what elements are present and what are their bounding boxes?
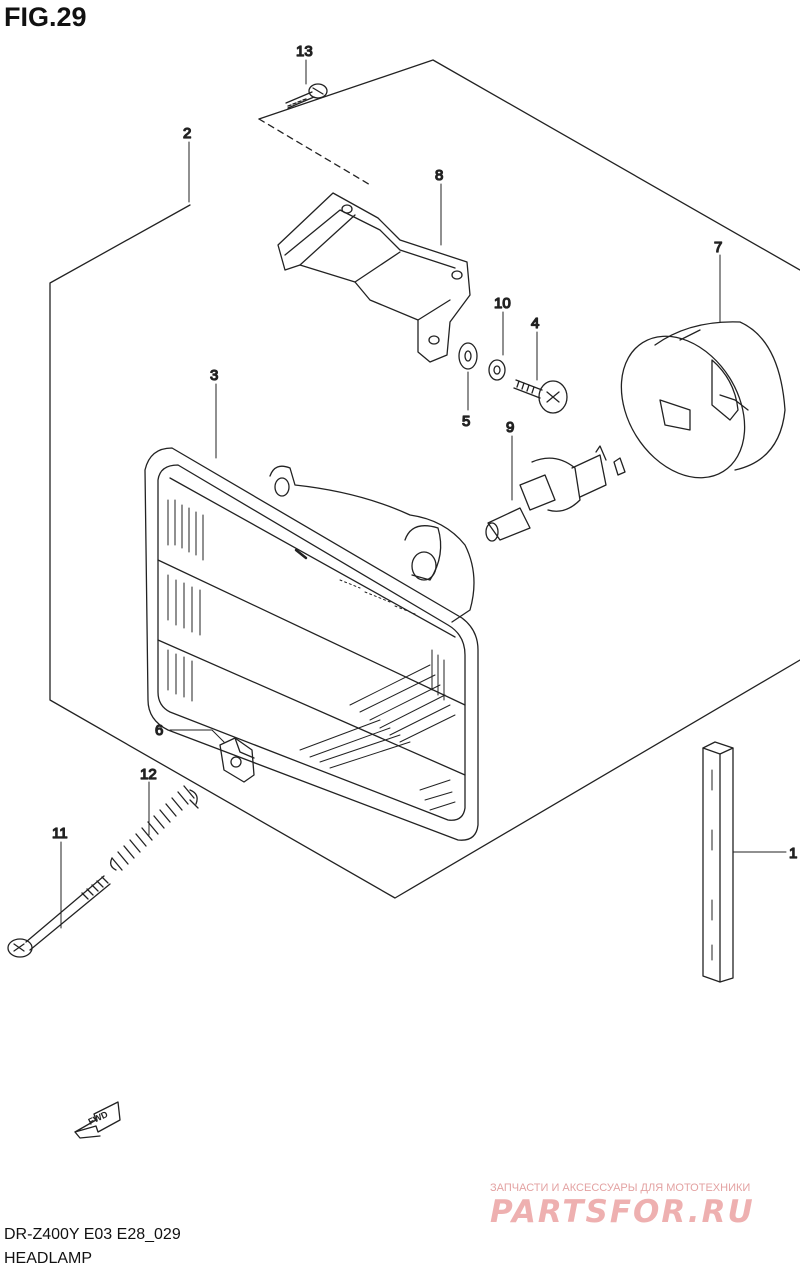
mounting-screw-part [285, 83, 328, 109]
watermark-tagline: ЗАПЧАСТИ И АКСЕССУАРЫ ДЛЯ МОТОТЕХНИКИ [490, 1182, 751, 1194]
spring-part [110, 785, 199, 871]
callout-7: 7 [714, 239, 722, 256]
lock-washer-part [488, 359, 506, 381]
callout-9: 9 [506, 419, 514, 436]
callout-6: 6 [155, 722, 163, 739]
callout-3: 3 [210, 367, 218, 384]
callout-5: 5 [462, 413, 470, 430]
watermark-logo: PARTSFOR.RU [490, 1194, 755, 1230]
assembly-outline [49, 59, 800, 899]
bracket-part [277, 192, 471, 363]
callout-11: 11 [52, 825, 68, 842]
fwd-arrow: FWD [74, 1101, 121, 1139]
callout-8: 8 [435, 167, 443, 184]
model-code: DR-Z400Y E03 E28_029 [4, 1226, 181, 1243]
figure-title: FIG.29 [4, 2, 87, 32]
headlamp-part [144, 447, 479, 841]
bulb-part [485, 445, 626, 542]
socket-cover-part [620, 321, 786, 479]
clip-nut-part [219, 737, 255, 783]
callout-numbers: 13 2 8 7 10 4 3 5 9 6 12 11 1 [51, 42, 798, 862]
callout-13: 13 [296, 43, 313, 60]
reflector-part [702, 741, 734, 983]
section-name: HEADLAMP [4, 1250, 93, 1267]
callout-1: 1 [789, 845, 797, 862]
adjusting-screw-part [7, 875, 111, 958]
callout-10: 10 [494, 295, 511, 312]
washer-part [458, 342, 478, 370]
screw-part [513, 379, 568, 414]
leader-lines [60, 59, 787, 929]
callout-4: 4 [531, 315, 539, 332]
callout-2: 2 [183, 125, 191, 142]
callout-12: 12 [140, 766, 157, 783]
